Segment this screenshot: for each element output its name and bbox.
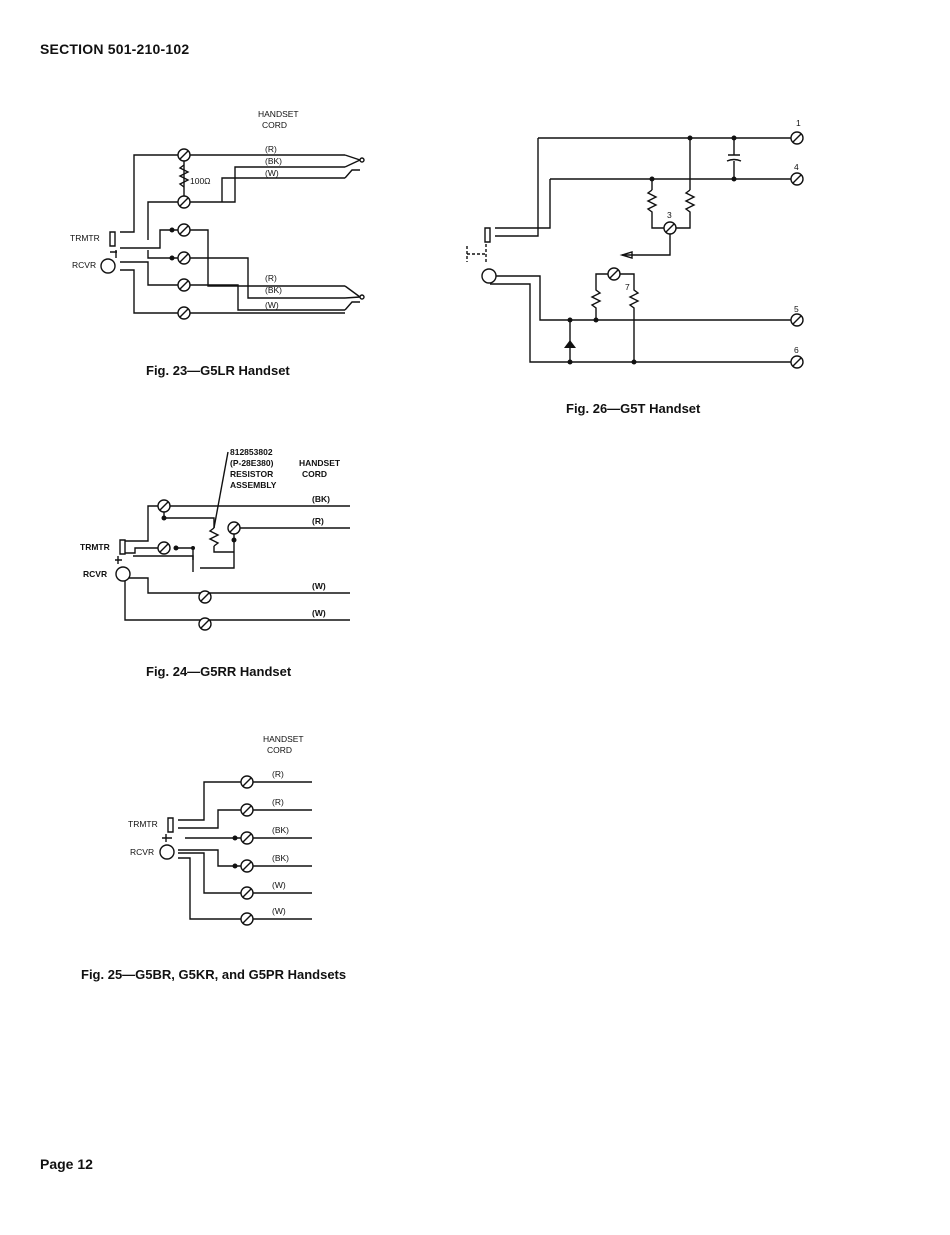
- fig24-part-4: ASSEMBLY: [230, 480, 277, 490]
- fig23-resistor-label: 100Ω: [190, 176, 211, 186]
- fig25-cord-label-2: CORD: [267, 745, 292, 755]
- fig23-r-upper: (R): [265, 144, 277, 154]
- fig24-schematic: 812853802 (P-28E380) RESISTOR ASSEMBLY H…: [80, 447, 350, 631]
- fig23-w-lower: (W): [265, 300, 279, 310]
- fig24-bk-label: (BK): [312, 494, 330, 504]
- fig23-r-lower: (R): [265, 273, 277, 283]
- fig25-rcvr-label: RCVR: [130, 847, 154, 857]
- fig23-bk-upper: (BK): [265, 156, 282, 166]
- fig26-terminal-7: 7: [625, 282, 630, 292]
- fig25-r-label-2: (R): [272, 797, 284, 807]
- fig25-w-label-2: (W): [272, 906, 286, 916]
- fig25-r-label-1: (R): [272, 769, 284, 779]
- section-header: SECTION 501-210-102: [40, 41, 190, 57]
- fig26-terminal-4: 4: [794, 162, 799, 172]
- fig23-rcvr-label: RCVR: [72, 260, 96, 270]
- fig24-rcvr-label: RCVR: [83, 569, 107, 579]
- fig25-trmtr-label: TRMTR: [128, 819, 158, 829]
- fig23-cord-label-1: HANDSET: [258, 109, 299, 119]
- fig26-caption: Fig. 26—G5T Handset: [566, 401, 701, 416]
- fig25-caption: Fig. 25—G5BR, G5KR, and G5PR Handsets: [81, 967, 347, 982]
- fig26-terminal-1: 1: [796, 118, 801, 128]
- fig24-w-label-1: (W): [312, 581, 326, 591]
- fig26-schematic: 1 4 3 7 5 6: [466, 118, 804, 369]
- fig25-cord-label-1: HANDSET: [263, 734, 304, 744]
- fig26-terminal-5: 5: [794, 304, 799, 314]
- fig25-bk-label-2: (BK): [272, 853, 289, 863]
- page-number: Page 12: [40, 1156, 93, 1172]
- fig24-caption: Fig. 24—G5RR Handset: [146, 664, 292, 679]
- fig24-part-1: 812853802: [230, 447, 273, 457]
- fig23-cord-label-2: CORD: [262, 120, 287, 130]
- fig23-caption: Fig. 23—G5LR Handset: [146, 363, 290, 378]
- fig26-terminal-6: 6: [794, 345, 799, 355]
- fig25-schematic: HANDSET CORD (R) (R) (BK) (BK) (W) (W) T…: [128, 734, 312, 926]
- fig24-cord-label-2: CORD: [302, 469, 327, 479]
- fig23-bk-lower: (BK): [265, 285, 282, 295]
- fig25-bk-label-1: (BK): [272, 825, 289, 835]
- fig23-schematic: HANDSET CORD 100Ω (R) (BK) (W): [70, 109, 365, 320]
- fig23-w-upper: (W): [265, 168, 279, 178]
- fig24-w-label-2: (W): [312, 608, 326, 618]
- fig23-trmtr-label: TRMTR: [70, 233, 100, 243]
- fig25-w-label-1: (W): [272, 880, 286, 890]
- fig24-trmtr-label: TRMTR: [80, 542, 110, 552]
- fig26-terminal-3: 3: [667, 210, 672, 220]
- fig24-cord-label-1: HANDSET: [299, 458, 341, 468]
- fig24-part-2: (P-28E380): [230, 458, 274, 468]
- fig24-part-3: RESISTOR: [230, 469, 273, 479]
- fig24-r-label: (R): [312, 516, 324, 526]
